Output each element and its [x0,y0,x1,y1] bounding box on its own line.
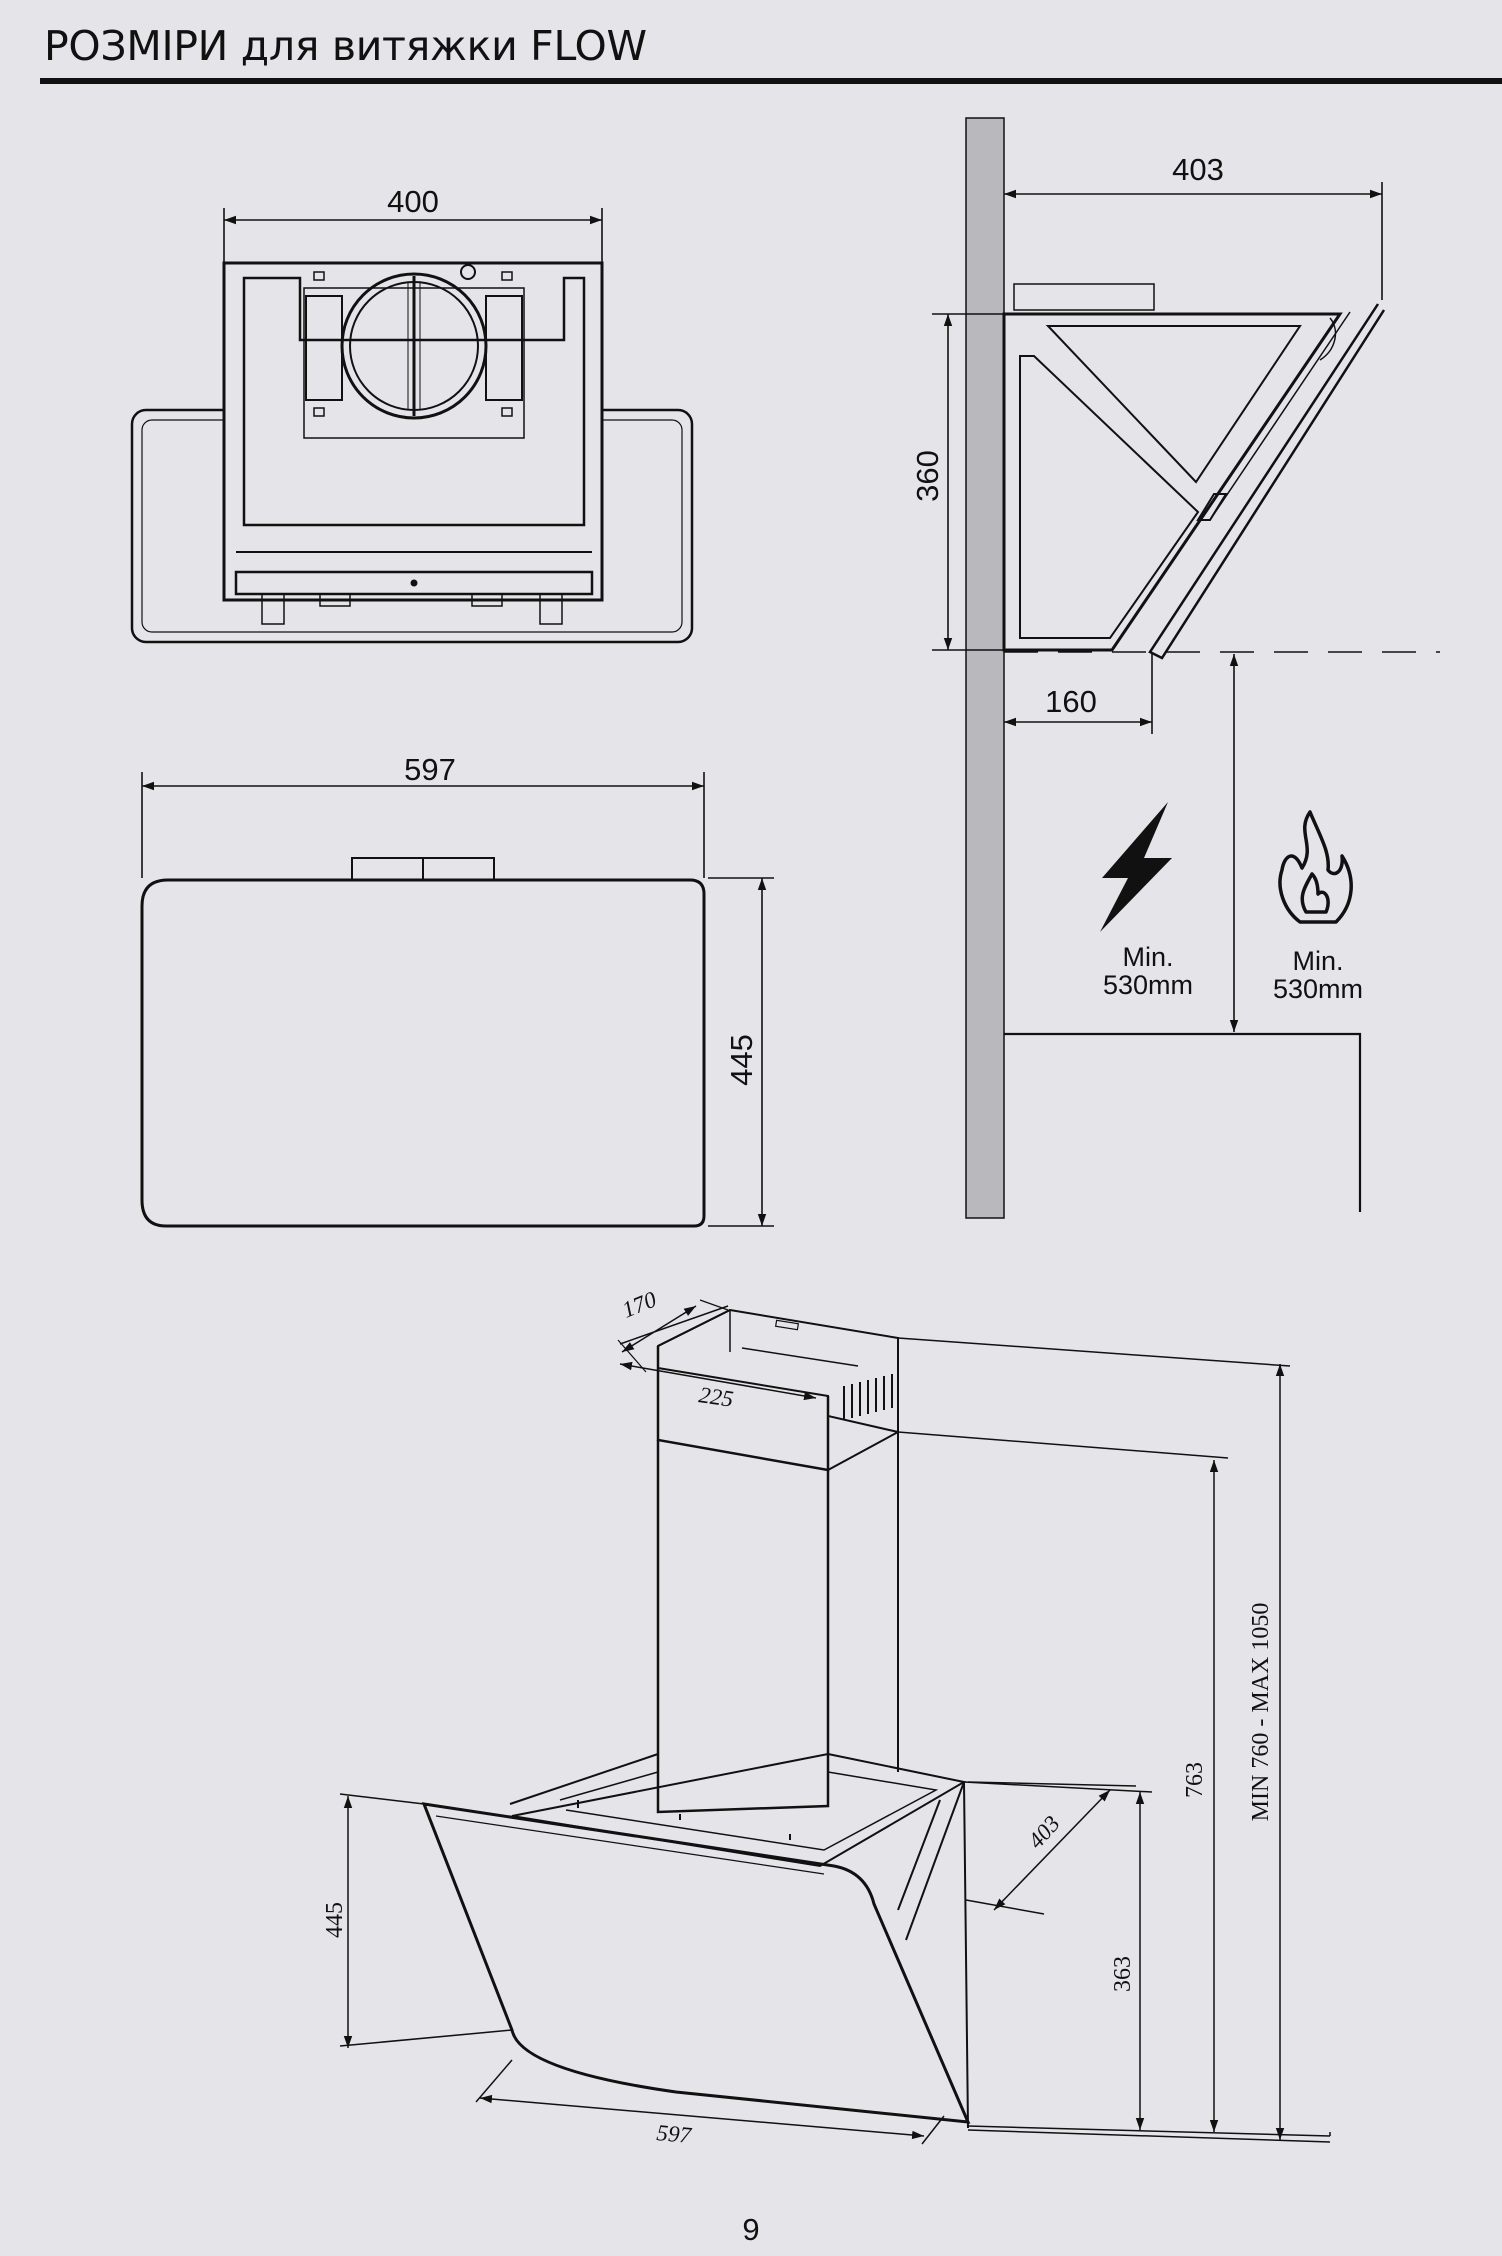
iso-hood-depth-dimension [965,1781,1137,1915]
isometric-view [421,1308,971,2129]
iso-total-height-dimension [897,1337,1331,2143]
vent-slots [843,1374,893,1420]
gas-min-value: 530mm [1273,974,1363,1004]
iso-glass [421,1802,971,2124]
iso-glass-width-dimension [475,2059,945,2145]
iso-hood-depth-label: 403 [1023,1811,1065,1853]
side-glass [1148,303,1386,660]
side-height-dimension [932,313,1004,651]
iso-chimney-depth-dimension [617,1299,729,1373]
chimney-lower [656,1440,830,1814]
page-title: РОЗМІРИ для витяжки FLOW [44,22,647,70]
front-width-dimension [141,772,705,878]
top-width-dimension [223,208,603,262]
side-view [1002,283,1386,660]
front-view [140,857,706,1228]
lightning-icon [1100,802,1172,932]
iso-chimney-width-dimension [619,1361,817,1401]
iso-chimney-width-label: 225 [697,1382,735,1412]
wall [965,117,1005,1219]
clearance-dimension [1004,654,1362,1212]
title-rule [40,78,1502,84]
iso-lower-height-label: 763 [1182,1762,1208,1798]
front-height-dimension [708,877,774,1227]
exhaust-collar [340,272,488,420]
top-view [130,261,694,644]
top-width-label: 400 [387,184,439,219]
iso-chimney-depth-label: 170 [619,1286,661,1322]
side-depth-dimension [1004,182,1383,300]
side-depth-label: 403 [1172,152,1224,187]
side-height-label: 360 [910,450,945,502]
gas-min-label: Min. [1292,946,1343,976]
iso-glass-height-label: 445 [322,1902,348,1938]
iso-lower-height-dimension [897,1431,1229,2132]
body-top [509,1752,967,1868]
side-offset-label: 160 [1045,684,1097,719]
front-glass-panel [140,878,706,1228]
side-offset-dimension [1004,654,1153,734]
iso-body-height-dimension [963,1781,1331,2137]
flame-icon [1278,810,1353,924]
iso-glass-width-label: 597 [656,2120,694,2148]
electric-min-value: 530mm [1103,970,1193,1000]
iso-body-height-label: 363 [1110,1956,1136,1992]
front-width-label: 597 [404,752,456,787]
iso-total-height-label: MIN 760 - MAX 1050 [1248,1603,1274,1822]
iso-glass-height-dimension [339,1793,513,2048]
page-number: 9 [742,2212,760,2247]
front-height-label: 445 [724,1034,759,1086]
electric-min-label: Min. [1122,942,1173,972]
